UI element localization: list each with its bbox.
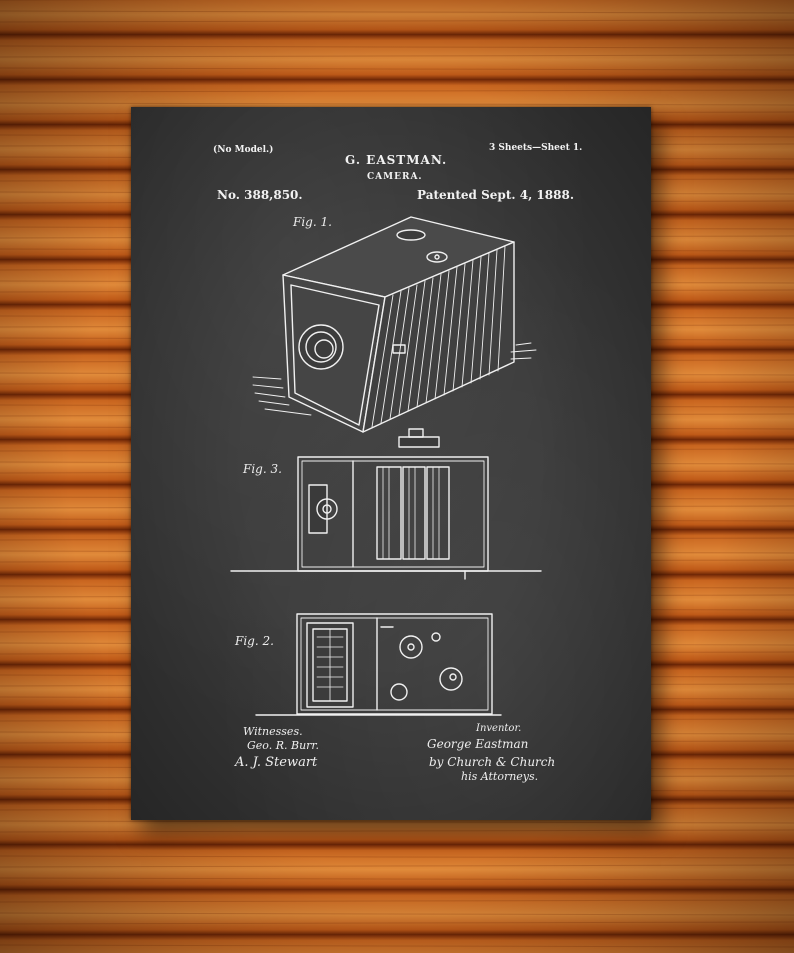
sheets-note: 3 Sheets—Sheet 1. xyxy=(489,143,583,153)
witness-2-signature: A. J. Stewart xyxy=(235,755,318,770)
front-section-figure xyxy=(255,613,502,716)
witness-1-signature: Geo. R. Burr. xyxy=(247,739,319,752)
fig-3-label: Fig. 3. xyxy=(243,462,282,476)
patent-title: CAMERA. xyxy=(367,172,423,182)
patent-number: No. 388,850. xyxy=(217,188,303,202)
inventor-signature: George Eastman xyxy=(427,737,529,751)
model-note: (No Model.) xyxy=(213,145,274,155)
attorneys-label: his Attorneys. xyxy=(461,770,539,783)
inventor-name: G. EASTMAN. xyxy=(345,153,448,167)
witnesses-label: Witnesses. xyxy=(243,725,303,738)
inventor-label: Inventor. xyxy=(476,723,522,734)
patent-drawing xyxy=(230,216,542,716)
camera-box-figure xyxy=(252,216,537,433)
chalkboard-poster: (No Model.) 3 Sheets—Sheet 1. G. EASTMAN… xyxy=(131,107,651,820)
cross-section-figure xyxy=(230,428,542,580)
attorneys-signature: by Church & Church xyxy=(429,755,556,769)
patent-date: Patented Sept. 4, 1888. xyxy=(417,188,574,202)
fig-1-label: Fig. 1. xyxy=(293,215,332,229)
fig-2-label: Fig. 2. xyxy=(235,634,274,648)
